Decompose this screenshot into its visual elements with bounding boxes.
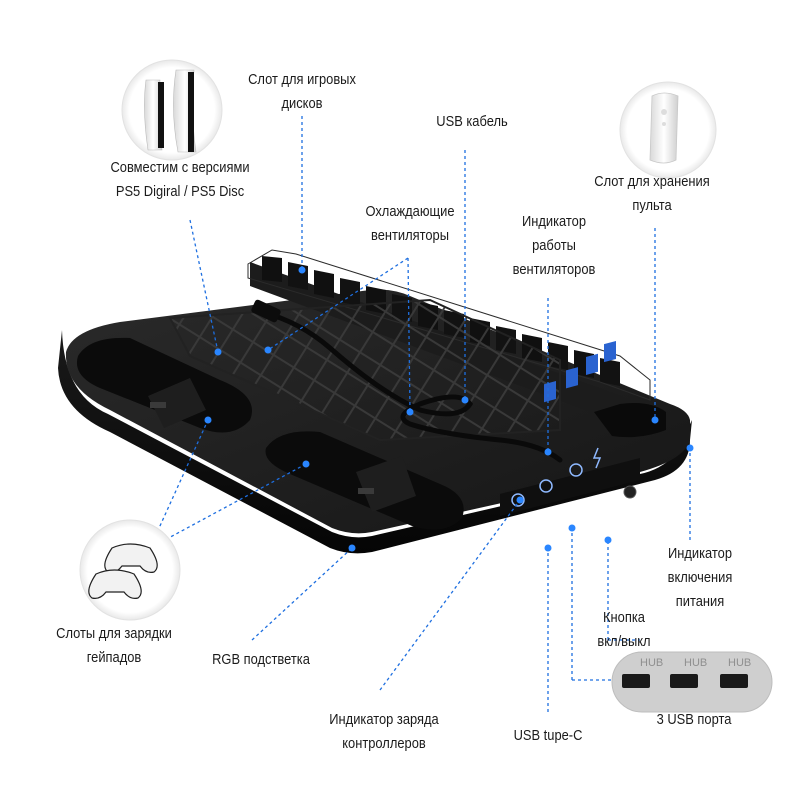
label-compat: Совместим с версиями PS5 Digiral / PS5 D…	[94, 156, 266, 204]
label-fan-indicator-line1: Индикатор	[521, 213, 587, 230]
label-fan-indicator: Индикатор работы вентиляторов	[502, 210, 605, 282]
leader-lines	[149, 116, 691, 712]
label-power-indicator-line3: питания	[675, 593, 725, 610]
label-power-indicator-line1: Индикатор	[667, 545, 733, 562]
indicator-icons	[511, 447, 602, 507]
label-remote-slot: Слот для хранения пульта	[585, 170, 719, 218]
label-power-button-line2: вкл/выкл	[597, 633, 651, 650]
inset-gamepads	[79, 519, 181, 621]
label-remote-slot-line1: Слот для хранения	[594, 173, 710, 190]
label-compat-line2: PS5 Digiral / PS5 Disc	[115, 183, 245, 200]
label-power-indicator-line2: включения	[667, 569, 733, 586]
label-power-button-line1: Кнопка	[603, 609, 645, 626]
label-disc-slot-line2: дисков	[281, 95, 323, 112]
label-gamepad-slots-line1: Слоты для зарядки	[56, 625, 172, 642]
label-compat-line1: Совместим с версиями	[110, 159, 250, 176]
marker-dots	[204, 266, 694, 552]
label-fans-line1: Охлаждающие	[365, 203, 455, 220]
hub-text-1: HUB	[640, 657, 663, 669]
label-usb-c-line1: USB tupe-C	[513, 727, 583, 744]
inset-remote	[619, 81, 717, 179]
label-fan-indicator-line3: вентиляторов	[512, 261, 596, 278]
hub-text-2: HUB	[684, 657, 707, 669]
label-rgb-line1: RGB подстветка	[212, 651, 310, 668]
remote-slot	[594, 403, 666, 438]
label-fans-line2: вентиляторы	[370, 227, 450, 244]
label-charge-indicator-line2: контроллеров	[342, 735, 426, 752]
label-disc-slot: Слот для игровых дисков	[242, 68, 362, 116]
usb-ports	[544, 340, 637, 499]
label-rgb: RGB подстветка	[205, 648, 317, 672]
label-fan-indicator-line2: работы	[532, 237, 576, 254]
inset-usb-hub: HUB HUB HUB	[611, 651, 773, 713]
label-usb-cable-line1: USB кабель	[436, 113, 508, 130]
hub-text-3: HUB	[728, 657, 751, 669]
dock-body	[58, 249, 692, 554]
fan-grille	[170, 300, 560, 440]
label-power-button: Кнопка вкл/выкл	[581, 606, 667, 654]
label-power-indicator: Индикатор включения питания	[648, 542, 751, 614]
label-gamepad-slots: Слоты для зарядки гейпадов	[40, 622, 188, 670]
label-usb-cable: USB кабель	[420, 110, 523, 134]
cradle-left	[76, 337, 252, 433]
label-gamepad-slots-line2: гейпадов	[86, 649, 142, 666]
front-panel	[500, 458, 640, 516]
label-usb-ports: 3 USB порта	[642, 708, 745, 732]
label-disc-slot-line1: Слот для игровых	[248, 71, 356, 88]
inset-ps5-consoles	[121, 59, 223, 161]
label-usb-ports-line1: 3 USB порта	[656, 711, 732, 728]
usb-cable-drawing	[259, 309, 563, 463]
label-remote-slot-line2: пульта	[632, 197, 672, 214]
label-charge-indicator: Индикатор заряда контроллеров	[315, 708, 453, 756]
label-fans: Охлаждающие вентиляторы	[357, 200, 464, 248]
label-charge-indicator-line1: Индикатор заряда	[329, 711, 439, 728]
label-usb-c: USB tupe-C	[503, 724, 592, 748]
